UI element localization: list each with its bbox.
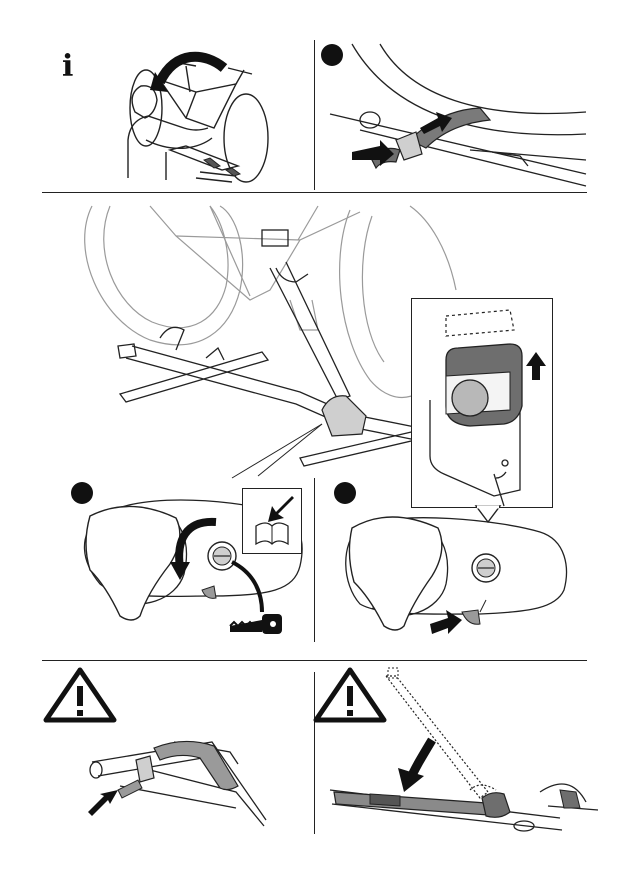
warning-triangle-icon <box>316 670 384 720</box>
